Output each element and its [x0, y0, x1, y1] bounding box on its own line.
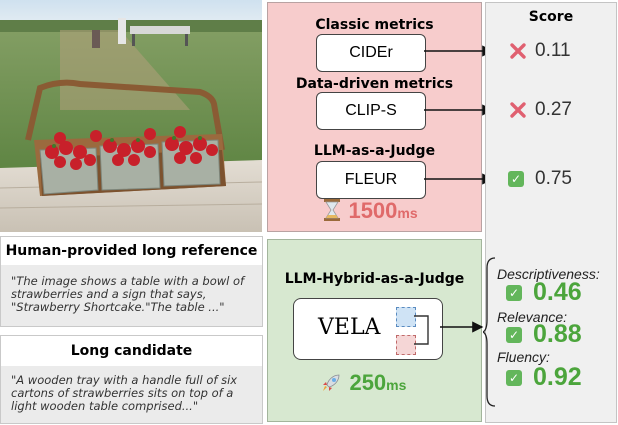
check-icon: ✓ [506, 327, 522, 343]
fleur-box: FLEUR [316, 161, 426, 199]
baseline-time-unit: ms [397, 205, 418, 221]
candidate-text: "A wooden tray with a handle full of six… [11, 373, 238, 413]
reference-title: Human-provided long reference [1, 237, 262, 265]
clips-score: 0.27 [535, 99, 572, 120]
descriptiveness-score: 0.46 [533, 278, 582, 306]
reference-text: "The image shows a table with a bowl of … [11, 274, 245, 314]
candidate-title: Long candidate [1, 336, 262, 366]
reference-box: Human-provided long reference "The image… [0, 236, 263, 327]
relevance-score: 0.88 [533, 320, 582, 348]
vela-connector [414, 315, 429, 345]
cross-icon [510, 102, 526, 118]
llm-judge-title: LLM-as-a-Judge [313, 143, 436, 159]
fleur-score: 0.75 [535, 168, 572, 189]
score-column: Score [485, 2, 617, 423]
candidate-box: Long candidate "A wooden tray with a han… [0, 335, 263, 424]
score-title: Score [528, 9, 574, 25]
baseline-time-value: 1500 [348, 198, 398, 223]
cross-icon [510, 43, 526, 59]
descriptiveness-label: Descriptiveness: [497, 266, 600, 282]
strawberry-photo [0, 0, 262, 232]
check-icon: ✓ [506, 370, 522, 386]
vela-box: VELA [293, 298, 443, 360]
check-icon: ✓ [508, 171, 524, 187]
check-icon: ✓ [506, 285, 522, 301]
hourglass-icon [324, 199, 340, 221]
hybrid-title: LLM-Hybrid-as-a-Judge [284, 271, 465, 287]
vela-label: VELA [318, 315, 381, 340]
classic-metrics-title: Classic metrics [315, 17, 434, 33]
vela-image-encoder-block [396, 307, 416, 327]
rocket-icon [323, 374, 340, 391]
brace [483, 257, 496, 407]
hybrid-time-unit: ms [386, 377, 407, 393]
vela-text-encoder-block [396, 335, 416, 355]
hybrid-timing: 250ms [320, 370, 406, 396]
fluency-score: 0.92 [533, 363, 582, 391]
datadriven-metrics-title: Data-driven metrics [295, 76, 454, 92]
strawberry-illustration [0, 0, 262, 232]
relevance-label: Relevance: [497, 309, 568, 325]
baseline-timing: 1500ms [323, 198, 418, 224]
baseline-metrics-panel: Classic metrics CIDEr Data-driven metric… [267, 2, 482, 232]
hybrid-time-value: 250 [349, 370, 387, 395]
cider-box: CIDEr [316, 34, 426, 72]
fluency-label: Fluency: [497, 349, 550, 365]
clips-box: CLIP-S [316, 92, 426, 130]
cider-score: 0.11 [535, 40, 571, 61]
